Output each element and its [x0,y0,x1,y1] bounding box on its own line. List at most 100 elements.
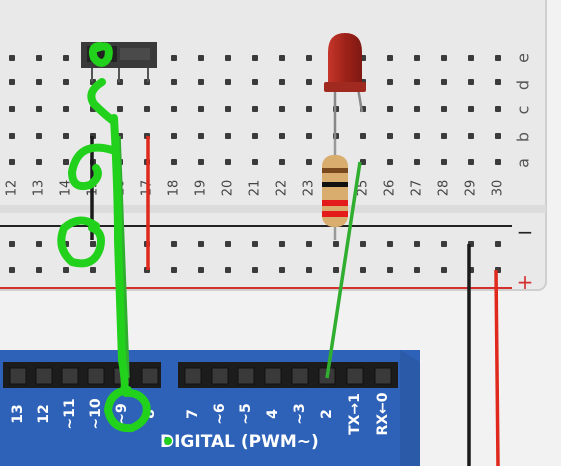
breadboard-hole[interactable] [198,159,204,165]
breadboard-hole[interactable] [306,55,312,61]
breadboard-hole[interactable] [441,106,447,112]
rail-hole[interactable] [333,241,339,247]
red-wire-power[interactable] [494,269,500,466]
breadboard-hole[interactable] [306,79,312,85]
rail-hole[interactable] [414,267,420,273]
rail-hole[interactable] [252,267,258,273]
breadboard-hole[interactable] [441,133,447,139]
breadboard-hole[interactable] [387,159,393,165]
resistor[interactable] [322,140,348,240]
header-pin-sockets[interactable] [9,367,392,385]
header-socket[interactable] [141,367,159,385]
pin-header-right[interactable] [178,362,398,388]
breadboard-hole[interactable] [198,79,204,85]
rail-hole[interactable] [279,267,285,273]
breadboard-hole[interactable] [63,159,69,165]
rail-hole[interactable] [387,267,393,273]
rail-hole[interactable] [198,241,204,247]
red-led[interactable] [324,33,366,140]
breadboard-hole[interactable] [252,55,258,61]
breadboard-hole[interactable] [495,106,501,112]
rail-hole[interactable] [495,241,501,247]
breadboard-hole[interactable] [198,55,204,61]
breadboard-hole[interactable] [36,106,42,112]
rail-hole[interactable] [360,267,366,273]
breadboard-hole[interactable] [495,79,501,85]
breadboard-hole[interactable] [171,55,177,61]
breadboard-hole[interactable] [306,106,312,112]
breadboard-holes[interactable] [9,55,501,273]
breadboard-hole[interactable] [468,159,474,165]
breadboard-hole[interactable] [468,55,474,61]
breadboard-hole[interactable] [9,79,15,85]
header-socket[interactable] [237,367,255,385]
header-socket[interactable] [184,367,202,385]
breadboard-hole[interactable] [225,55,231,61]
rail-hole[interactable] [36,241,42,247]
breadboard-hole[interactable] [198,133,204,139]
breadboard-hole[interactable] [306,133,312,139]
pin-header-left[interactable] [3,362,161,388]
breadboard-hole[interactable] [360,133,366,139]
rail-hole[interactable] [441,241,447,247]
breadboard-hole[interactable] [414,133,420,139]
breadboard-hole[interactable] [279,133,285,139]
breadboard-hole[interactable] [225,159,231,165]
breadboard-hole[interactable] [36,79,42,85]
breadboard-hole[interactable] [468,79,474,85]
breadboard-hole[interactable] [252,133,258,139]
breadboard-hole[interactable] [9,106,15,112]
breadboard-hole[interactable] [252,106,258,112]
breadboard-hole[interactable] [9,55,15,61]
breadboard-hole[interactable] [387,79,393,85]
rail-hole[interactable] [9,267,15,273]
breadboard-hole[interactable] [225,79,231,85]
rail-hole[interactable] [414,241,420,247]
breadboard-hole[interactable] [144,106,150,112]
breadboard-hole[interactable] [468,106,474,112]
header-socket[interactable] [211,367,229,385]
rail-hole[interactable] [36,267,42,273]
rail-hole[interactable] [198,267,204,273]
rail-hole[interactable] [360,241,366,247]
header-socket[interactable] [264,367,282,385]
rail-hole[interactable] [225,267,231,273]
breadboard-hole[interactable] [495,55,501,61]
rail-hole[interactable] [306,241,312,247]
header-socket[interactable] [61,367,79,385]
breadboard-hole[interactable] [63,133,69,139]
breadboard-hole[interactable] [225,106,231,112]
header-socket[interactable] [374,367,392,385]
breadboard-hole[interactable] [441,79,447,85]
header-socket[interactable] [35,367,53,385]
breadboard-hole[interactable] [387,55,393,61]
breadboard-hole[interactable] [306,159,312,165]
breadboard-hole[interactable] [171,159,177,165]
header-socket[interactable] [87,367,105,385]
rail-hole[interactable] [306,267,312,273]
breadboard-hole[interactable] [279,55,285,61]
breadboard-hole[interactable] [63,79,69,85]
breadboard-hole[interactable] [495,159,501,165]
green-wire-pin2[interactable] [325,161,362,379]
breadboard-hole[interactable] [387,133,393,139]
breadboard-hole[interactable] [279,106,285,112]
header-socket[interactable] [346,367,364,385]
rail-hole[interactable] [63,267,69,273]
rail-hole[interactable] [387,241,393,247]
breadboard-hole[interactable] [279,159,285,165]
rail-hole[interactable] [171,267,177,273]
breadboard-hole[interactable] [63,106,69,112]
breadboard-hole[interactable] [9,133,15,139]
breadboard-hole[interactable] [198,106,204,112]
rail-hole[interactable] [90,267,96,273]
breadboard-hole[interactable] [414,106,420,112]
breadboard-hole[interactable] [414,159,420,165]
rail-hole[interactable] [171,241,177,247]
breadboard-hole[interactable] [36,159,42,165]
breadboard-hole[interactable] [171,133,177,139]
breadboard-hole[interactable] [387,106,393,112]
rail-hole[interactable] [225,241,231,247]
breadboard[interactable] [0,0,547,291]
